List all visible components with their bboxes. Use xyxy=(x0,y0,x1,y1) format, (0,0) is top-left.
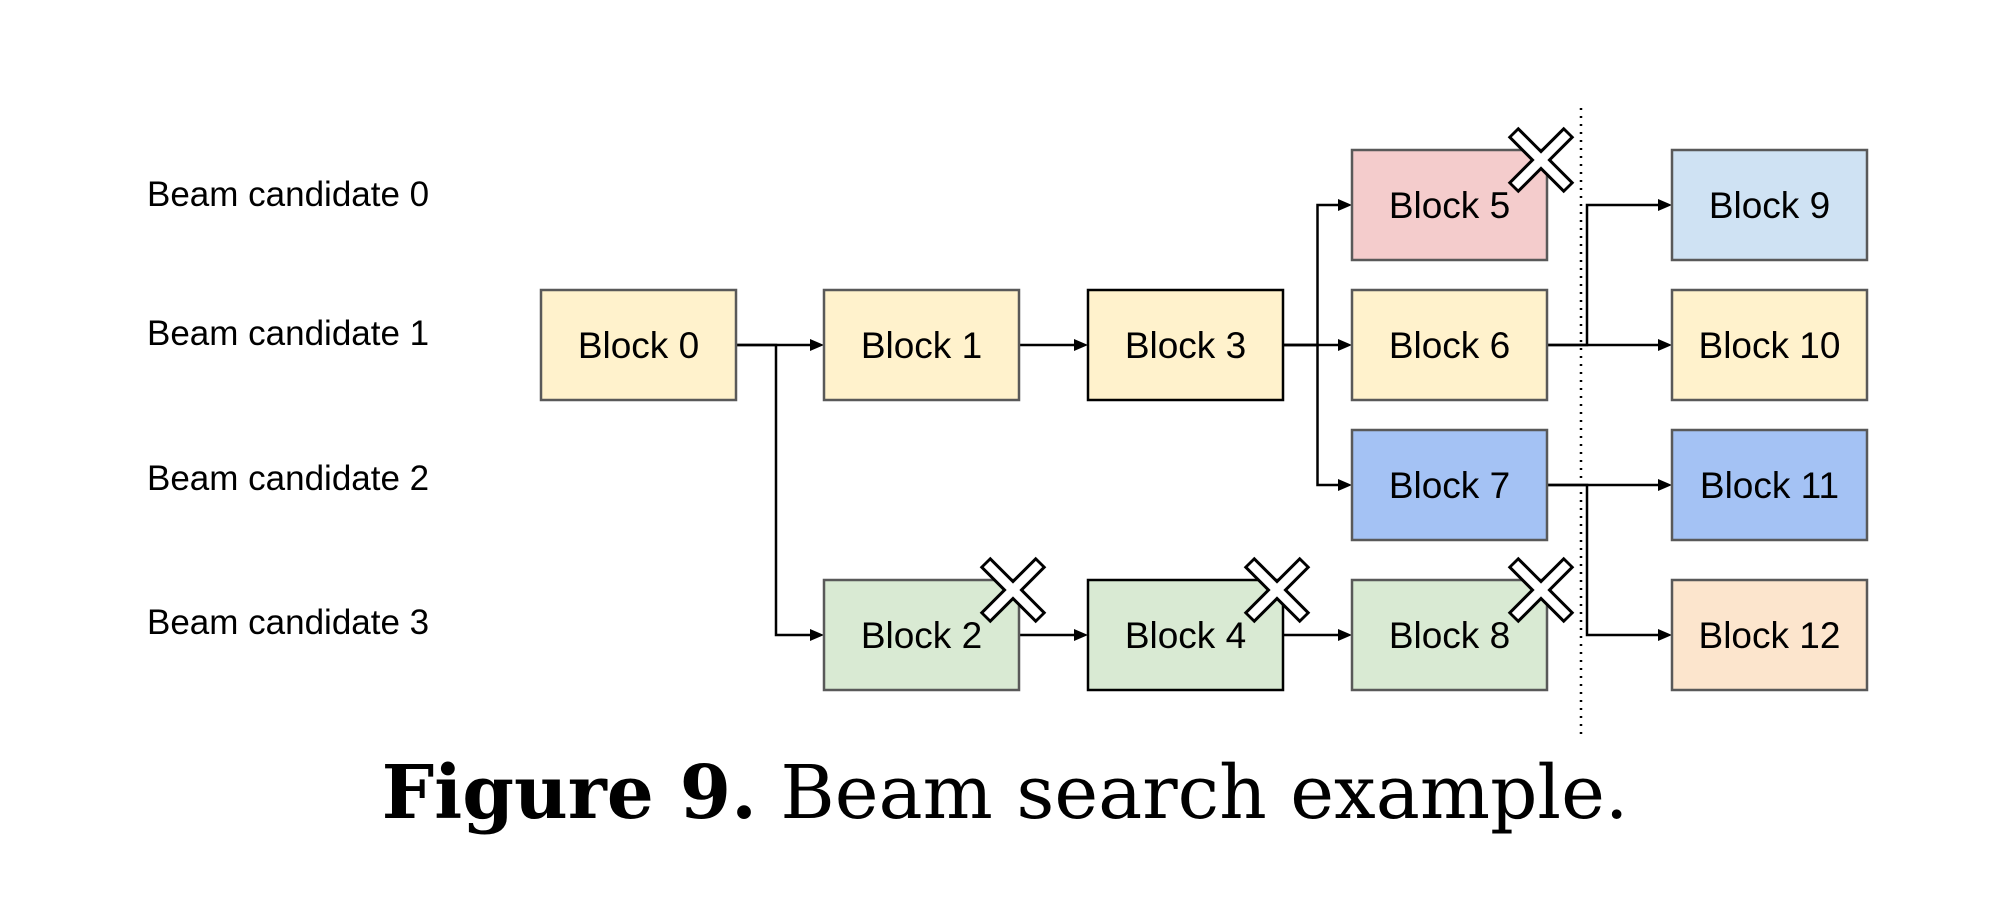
row-label-3: Beam candidate 3 xyxy=(147,603,429,642)
block-10: Block 10 xyxy=(1670,288,1869,402)
block-12-box xyxy=(1670,578,1869,692)
block-6-label: Block 6 xyxy=(1389,325,1510,366)
beam-search-diagram: Block 0 Block 1 Block 2 Block 3 Block 4 Block… xyxy=(147,108,1869,735)
arrowhead-6 xyxy=(1338,339,1352,351)
block-9-box xyxy=(1670,148,1869,262)
pruned-x-icon xyxy=(1243,556,1311,624)
block-8-label: Block 8 xyxy=(1389,615,1510,656)
block-1-box xyxy=(822,288,1021,402)
row-labels: Beam candidate 0 Beam candidate 1 Beam can… xyxy=(147,175,429,642)
block-12: Block 12 xyxy=(1670,578,1869,692)
block-0-box xyxy=(539,288,738,402)
block-3-label: Block 3 xyxy=(1125,325,1246,366)
caption-text: Beam search example. xyxy=(756,750,1629,836)
block-9-label: Block 9 xyxy=(1709,185,1830,226)
row-label-1: Beam candidate 1 xyxy=(147,314,429,353)
arrowhead-8 xyxy=(1338,629,1352,641)
blocks-layer: Block 0 Block 1 Block 2 Block 3 Block 4 Block… xyxy=(539,148,1869,692)
block-1-label: Block 1 xyxy=(861,325,982,366)
block-6: Block 6 xyxy=(1350,288,1549,402)
block-10-label: Block 10 xyxy=(1699,325,1841,366)
arrowhead-3 xyxy=(1074,339,1088,351)
block-6-box xyxy=(1350,288,1549,402)
arrowhead-7 xyxy=(1338,479,1352,491)
block-3-box xyxy=(1086,288,1285,402)
figure-caption: Figure 9. Beam search example. xyxy=(0,750,2010,836)
block-2-box xyxy=(822,578,1021,692)
block-1: Block 1 xyxy=(822,288,1021,402)
arrowhead-5 xyxy=(1338,199,1352,211)
edge-3-to-5 xyxy=(1283,203,1340,347)
block-8: Block 8 xyxy=(1350,578,1549,692)
block-4: Block 4 xyxy=(1086,578,1285,692)
edge-6-to-9 xyxy=(1547,203,1660,347)
block-4-box xyxy=(1086,578,1285,692)
caption-label: Figure 9. xyxy=(381,750,757,836)
block-7-label: Block 7 xyxy=(1389,465,1510,506)
pruned-x-icon xyxy=(979,556,1047,624)
block-10-box xyxy=(1670,288,1869,402)
block-0-label: Block 0 xyxy=(578,325,699,366)
block-11-label: Block 11 xyxy=(1700,465,1839,506)
arrowhead-1 xyxy=(810,339,824,351)
block-8-box xyxy=(1350,578,1549,692)
arrowhead-2 xyxy=(810,629,824,641)
block-11: Block 11 xyxy=(1670,428,1869,542)
block-11-box xyxy=(1670,428,1869,542)
edge-0-to-2 xyxy=(736,343,812,637)
row-label-0: Beam candidate 0 xyxy=(147,175,429,214)
block-12-label: Block 12 xyxy=(1699,615,1841,656)
block-5-label: Block 5 xyxy=(1389,185,1510,226)
arrowhead-9 xyxy=(1658,199,1672,211)
block-7-box xyxy=(1350,428,1549,542)
edges-layer xyxy=(736,199,1672,641)
edge-3-to-7 xyxy=(1283,343,1340,487)
arrowhead-10 xyxy=(1658,339,1672,351)
block-2-label: Block 2 xyxy=(861,615,982,656)
pruned-x-icon xyxy=(1507,126,1575,194)
block-5-box xyxy=(1350,148,1549,262)
arrowhead-11 xyxy=(1658,479,1672,491)
block-4-label: Block 4 xyxy=(1125,615,1246,656)
pruned-x-icon xyxy=(1507,556,1575,624)
block-2: Block 2 xyxy=(822,578,1021,692)
arrowhead-12 xyxy=(1658,629,1672,641)
block-9: Block 9 xyxy=(1670,148,1869,262)
block-3: Block 3 xyxy=(1086,288,1285,402)
block-0: Block 0 xyxy=(539,288,738,402)
row-label-2: Beam candidate 2 xyxy=(147,459,429,498)
pruned-markers xyxy=(979,126,1575,624)
block-7: Block 7 xyxy=(1350,428,1549,542)
block-5: Block 5 xyxy=(1350,148,1549,262)
arrowhead-4 xyxy=(1074,629,1088,641)
edge-7-to-12 xyxy=(1547,483,1660,637)
